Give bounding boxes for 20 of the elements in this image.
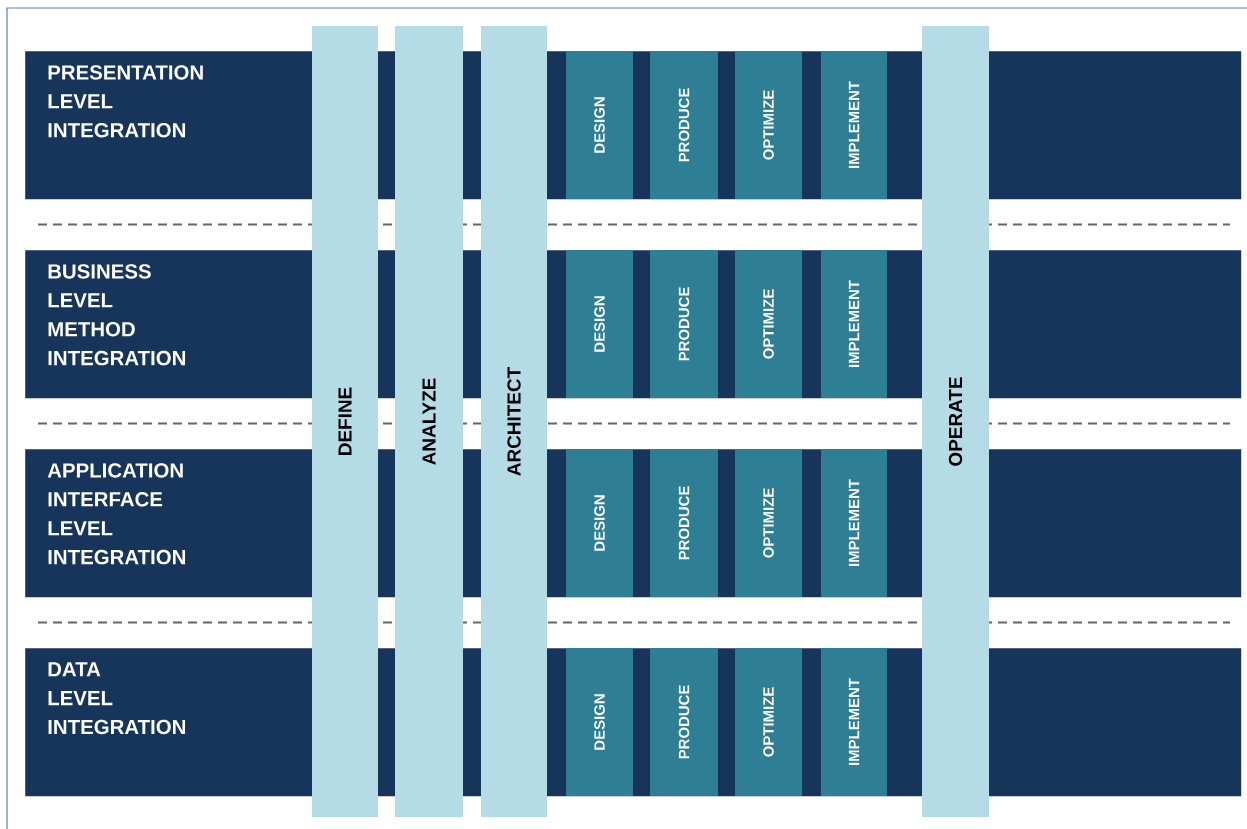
step-box: OPTIMIZE bbox=[735, 648, 802, 796]
phase-column: ARCHITECT bbox=[481, 26, 547, 817]
step-box: PRODUCE bbox=[650, 51, 718, 199]
phase-column: OPERATE bbox=[922, 26, 989, 817]
step-box: PRODUCE bbox=[650, 648, 718, 796]
step-box: IMPLEMENT bbox=[821, 250, 887, 398]
step-box: IMPLEMENT bbox=[821, 648, 887, 796]
step-box: PRODUCE bbox=[650, 250, 718, 398]
phase-column: ANALYZE bbox=[395, 26, 463, 817]
step-box: IMPLEMENT bbox=[821, 449, 887, 597]
step-box: OPTIMIZE bbox=[735, 449, 802, 597]
step-box: IMPLEMENT bbox=[821, 51, 887, 199]
step-box: DESIGN bbox=[566, 648, 633, 796]
step-box: PRODUCE bbox=[650, 449, 718, 597]
phase-column: DEFINE bbox=[312, 26, 378, 817]
step-box: OPTIMIZE bbox=[735, 51, 802, 199]
step-box: OPTIMIZE bbox=[735, 250, 802, 398]
step-box: DESIGN bbox=[566, 449, 633, 597]
step-box: DESIGN bbox=[566, 250, 633, 398]
step-box: DESIGN bbox=[566, 51, 633, 199]
